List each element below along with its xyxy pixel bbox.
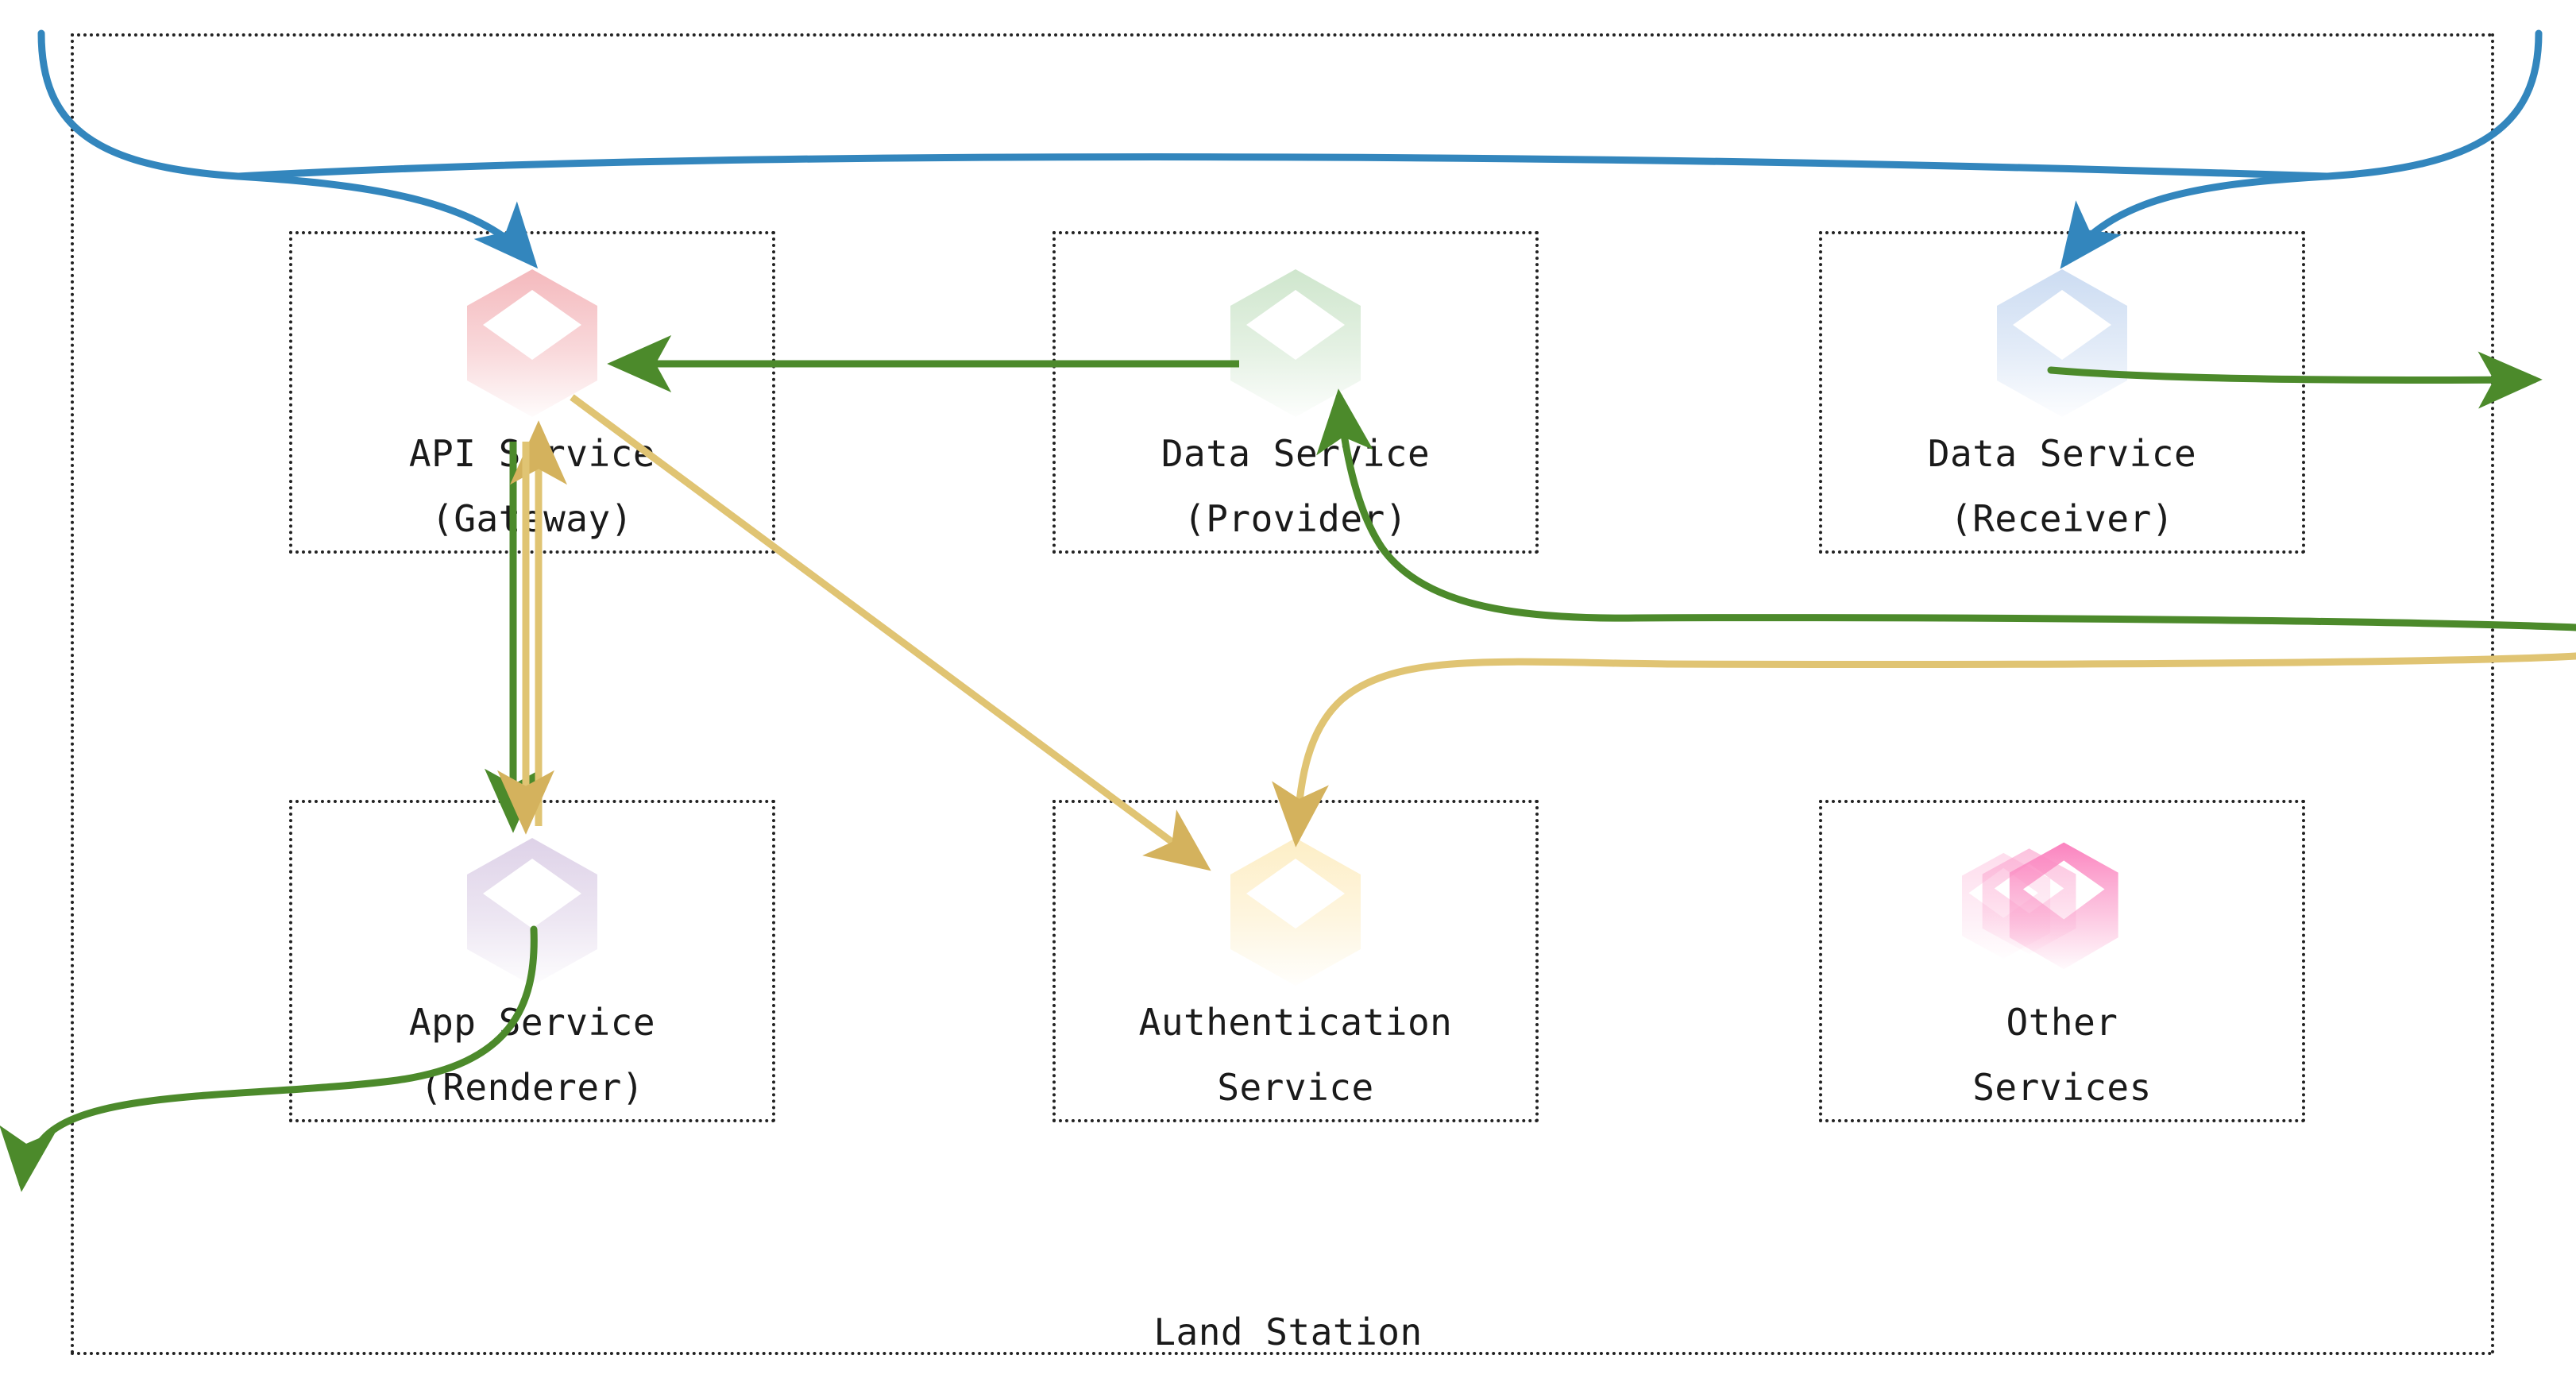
container-label-land-station: Land Station	[1153, 1311, 1423, 1353]
node-label-data-service-receiver: Data Service (Receiver)	[1927, 432, 2197, 540]
hexagon-stack-icon-other-services	[1961, 842, 2118, 970]
node-label-api-service-gateway: API Service (Gateway)	[408, 432, 656, 540]
node-box-data-service-provider[interactable]: Data Service (Provider)	[1052, 231, 1539, 554]
hexagon-icon-data-service-receiver	[1997, 269, 2127, 417]
hexagon-icon-api-service	[467, 269, 597, 417]
node-box-api-service-gateway[interactable]: API Service (Gateway)	[289, 231, 775, 554]
node-label-other-services: Other Services	[1972, 1001, 2152, 1109]
node-box-app-service-renderer[interactable]: App Service (Renderer)	[289, 800, 775, 1122]
node-box-data-service-receiver[interactable]: Data Service (Receiver)	[1819, 231, 2305, 554]
hexagon-icon-data-service-provider	[1230, 269, 1361, 417]
node-box-authentication-service[interactable]: Authentication Service	[1052, 800, 1539, 1122]
node-box-other-services[interactable]: Other Services	[1819, 800, 2305, 1122]
node-label-authentication-service: Authentication Service	[1138, 1001, 1453, 1109]
node-label-data-service-provider: Data Service (Provider)	[1161, 432, 1431, 540]
hexagon-icon-authentication-service	[1230, 838, 1361, 986]
hexagon-icon-app-service	[467, 838, 597, 986]
node-label-app-service-renderer: App Service (Renderer)	[408, 1001, 656, 1109]
